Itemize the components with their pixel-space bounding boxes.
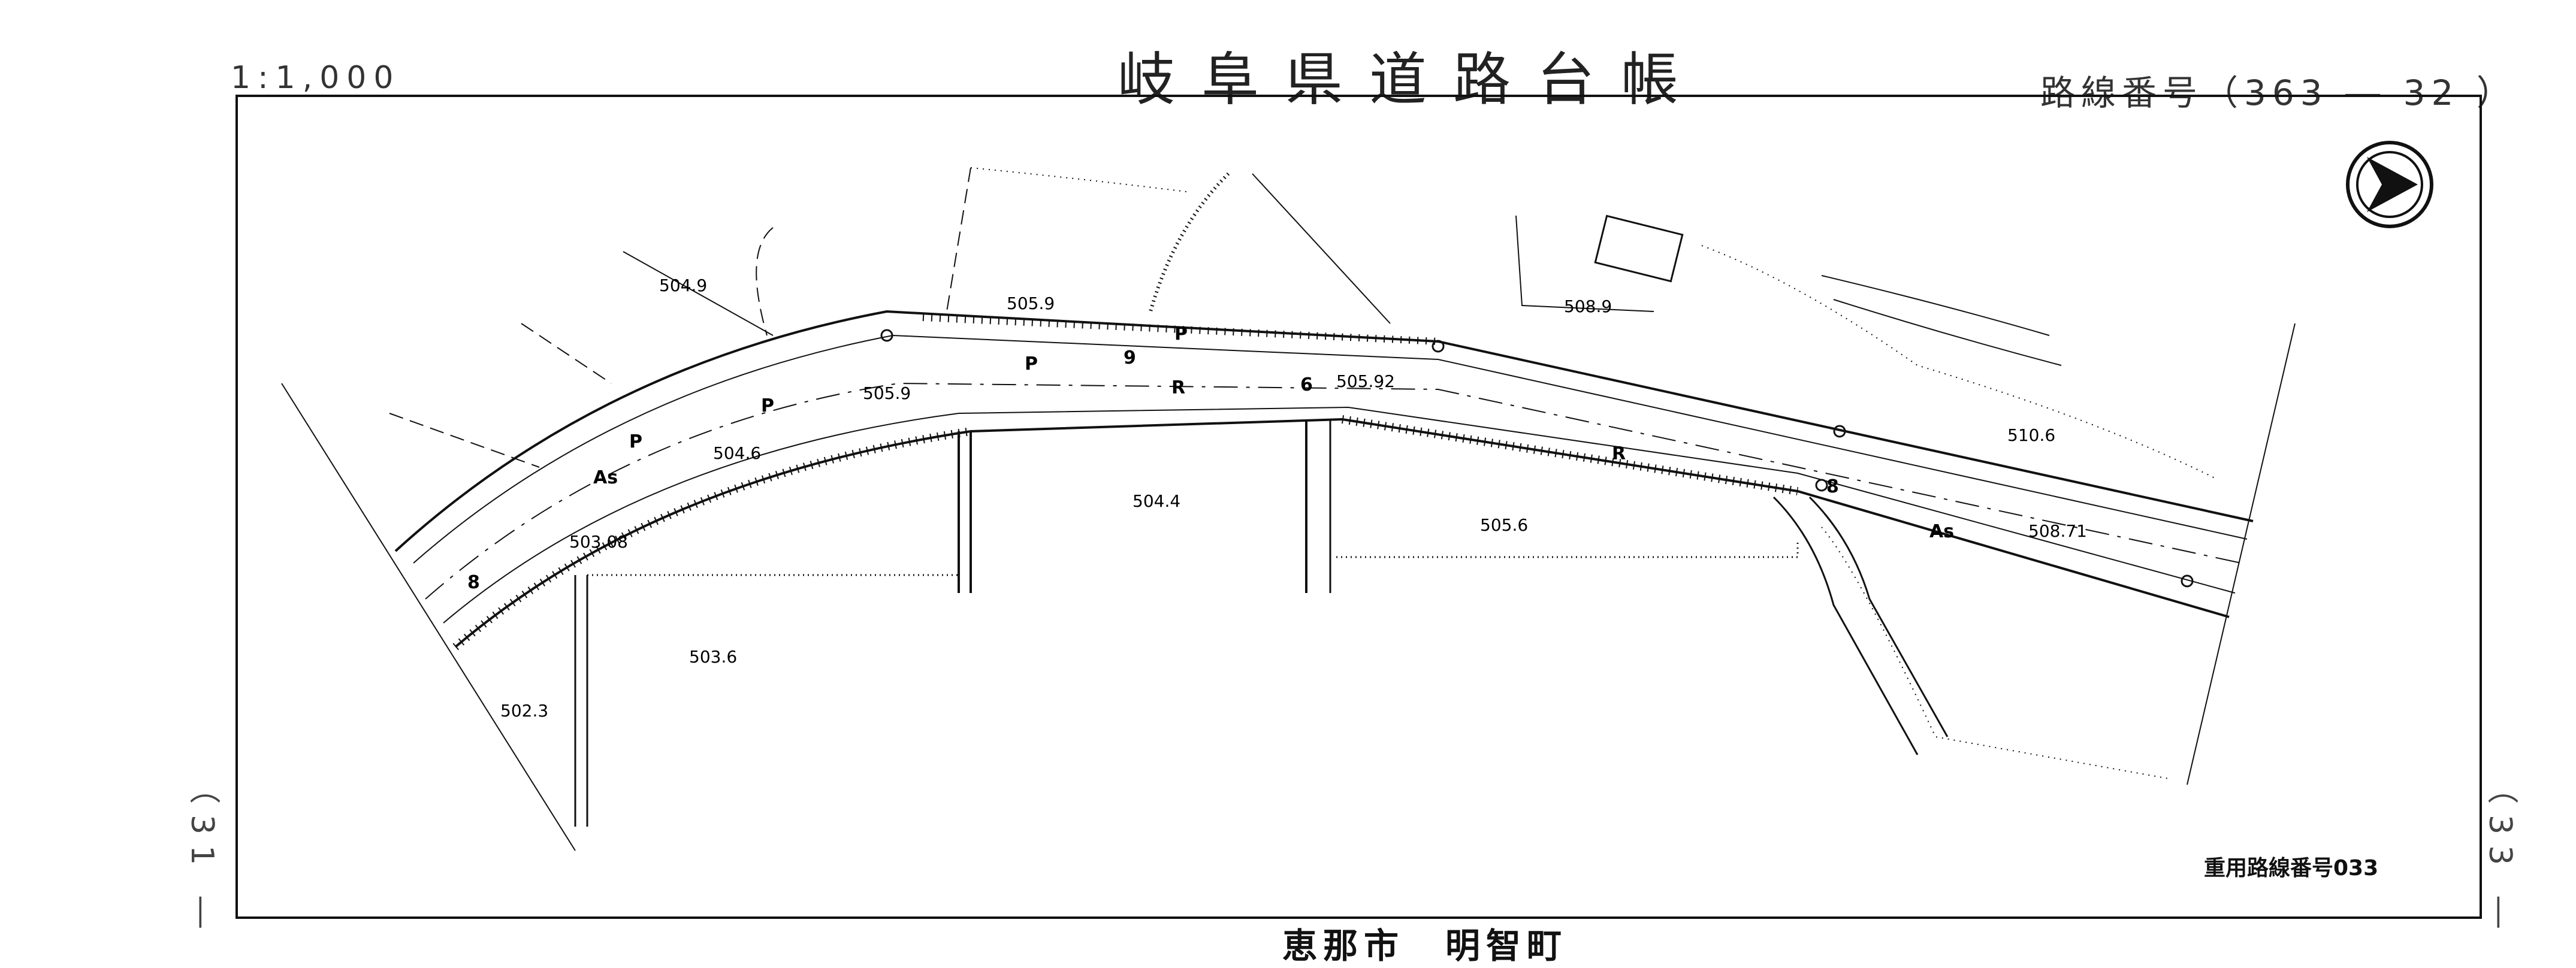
elevation-label: 508.9: [1564, 297, 1612, 316]
pavement-symbol: As: [593, 467, 618, 488]
elevation-label: 510.6: [2007, 425, 2056, 445]
elevation-label: 503.6: [689, 647, 738, 667]
width-number: 6: [1300, 374, 1313, 395]
elevation-label: 505.92: [1336, 371, 1395, 391]
road-r-symbol: R: [1171, 377, 1186, 398]
elevation-label: 505.9: [863, 383, 911, 403]
building: [1594, 214, 1684, 283]
road-p-symbol: P: [761, 395, 774, 416]
road-p-symbol: P: [1025, 353, 1038, 374]
elevation-label: 505.6: [1480, 515, 1529, 535]
width-number: 8: [1826, 476, 1839, 497]
road-centerline: [425, 382, 2242, 600]
road-map-drawing: [235, 95, 2482, 919]
elevation-label: 504.9: [659, 276, 708, 295]
elevation-label: 503.08: [569, 532, 628, 552]
north-arrow-icon: [2346, 141, 2433, 228]
road-p-symbol: P: [629, 431, 642, 452]
elevation-label: 504.4: [1133, 491, 1181, 511]
scale-label: 1:1,000: [231, 60, 401, 96]
elevation-label: 504.6: [713, 443, 762, 463]
road-edge-south-inner: [443, 406, 2236, 624]
road-p-symbol: P: [1174, 323, 1188, 344]
adjacent-sheet-left: （31 ―: [184, 773, 220, 939]
pavement-symbol: As: [1929, 521, 1955, 542]
road-edge-north: [394, 310, 2254, 552]
elevation-label: 505.9: [1007, 294, 1055, 313]
route-number: 路線番号（363 ― 32 ）: [2040, 72, 2517, 113]
map-frame: [235, 95, 2482, 919]
road-r-symbol: R: [1612, 443, 1626, 464]
common-route-number: 重用路線番号033: [2204, 856, 2379, 881]
elevation-label: 502.3: [500, 701, 549, 721]
elevation-label: 508.71: [2028, 521, 2087, 541]
road-ledger-sheet: 1:1,000 岐阜県道路台帳 路線番号（363 ― 32 ） （31 ― （3…: [184, 46, 2518, 966]
width-number: 8: [467, 572, 480, 593]
road-edge-north-inner: [413, 334, 2248, 564]
page-title: 岐阜県道路台帳: [1118, 46, 1705, 113]
width-number: 9: [1124, 347, 1136, 368]
adjacent-sheet-right: （33 ―: [2482, 773, 2518, 939]
